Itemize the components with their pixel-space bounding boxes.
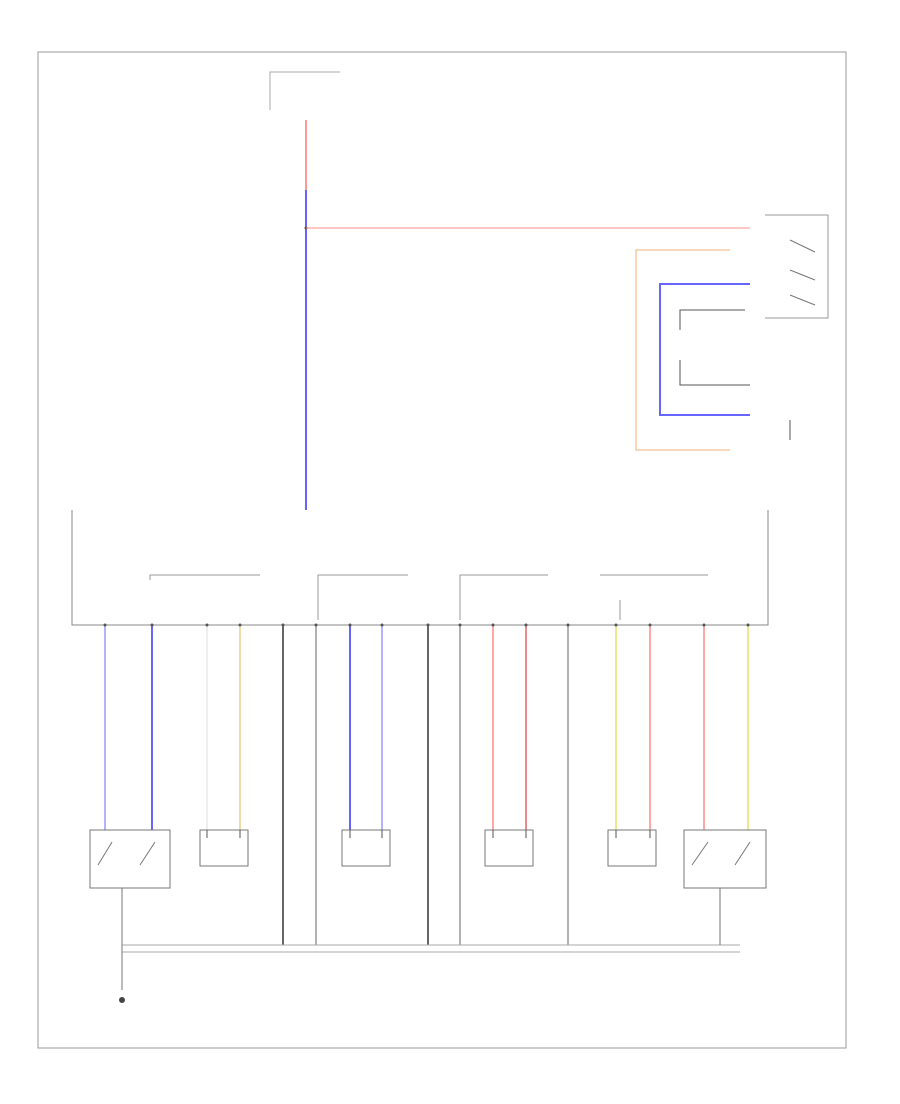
front-height-motor-box bbox=[341, 829, 391, 867]
ground-symbol bbox=[119, 997, 125, 1003]
inner-wire-1 bbox=[679, 309, 745, 330]
lumbar-motor-box bbox=[607, 829, 657, 867]
recline-switch-box bbox=[89, 829, 171, 889]
lumbar-relay-contact-2 bbox=[789, 269, 816, 281]
lumbar-relay-box bbox=[683, 829, 767, 889]
main-switch-outline bbox=[71, 510, 769, 626]
lumbar-relay-box-contact-2 bbox=[734, 841, 751, 866]
orange-loop-wire bbox=[635, 249, 730, 451]
blue-loop-wire bbox=[659, 283, 750, 416]
lumbar-relay-contact-3 bbox=[789, 294, 816, 306]
switch-bracket-2 bbox=[317, 574, 408, 620]
switch-bracket-1 bbox=[149, 574, 260, 580]
connector-pins bbox=[103, 623, 750, 627]
lumbar-relay-bracket bbox=[765, 214, 829, 319]
lumbar-relay-contact-1 bbox=[789, 239, 816, 253]
rear-height-motor-box bbox=[484, 829, 534, 867]
switch-bracket-3 bbox=[459, 574, 548, 620]
recline-switch-contact-2 bbox=[139, 841, 156, 866]
ground-drops bbox=[121, 888, 721, 990]
diagram-frame bbox=[37, 51, 847, 1049]
motor-terminals bbox=[206, 830, 651, 838]
fuse-block-bracket bbox=[269, 71, 340, 110]
slide-motor-box bbox=[199, 829, 249, 867]
inner-wire-2 bbox=[679, 360, 750, 386]
recline-switch-contact-1 bbox=[97, 841, 113, 866]
lumbar-relay-box-contact-1 bbox=[691, 841, 709, 866]
